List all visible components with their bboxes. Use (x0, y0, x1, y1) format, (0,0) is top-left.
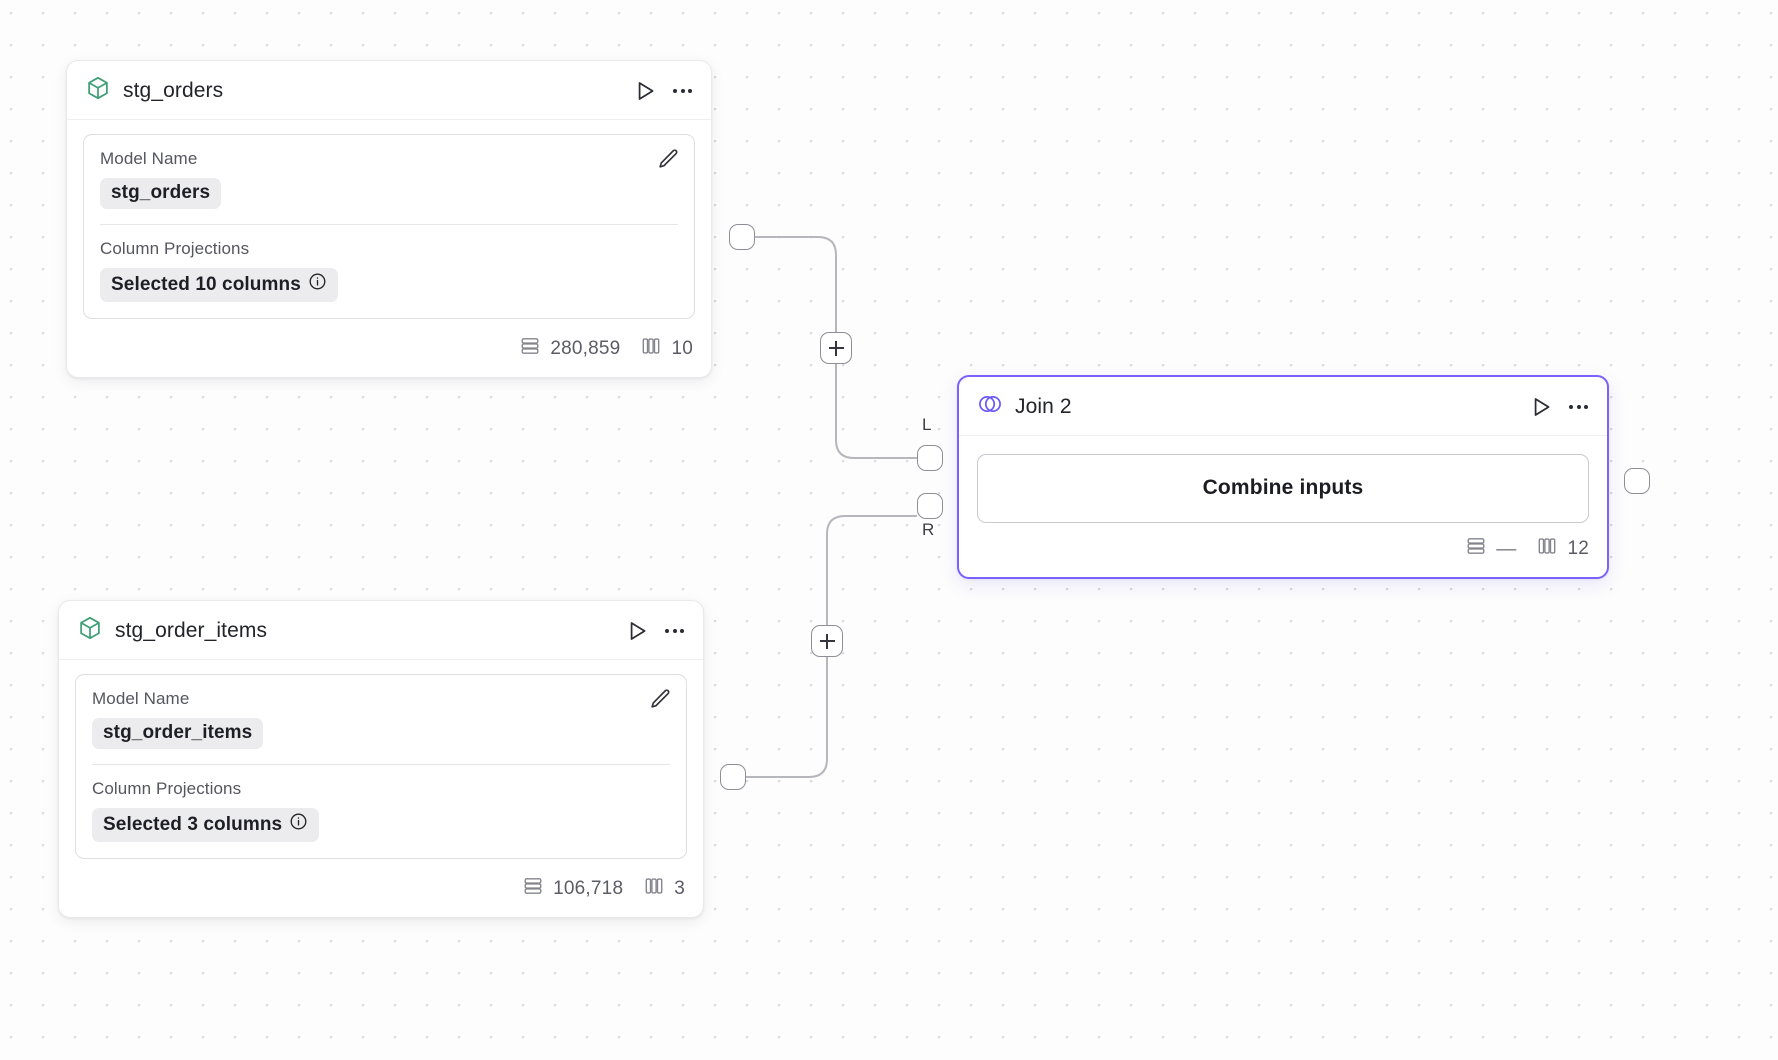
column-projections-text: Selected 10 columns (111, 273, 301, 295)
column-projections-value[interactable]: Selected 10 columns (100, 268, 338, 302)
node-body: Model Name stg_order_items Column Projec… (59, 660, 703, 869)
cube-icon (77, 615, 103, 646)
column-projections-label: Column Projections (100, 239, 250, 258)
info-icon[interactable] (308, 272, 327, 297)
add-node-on-edge-upper[interactable] (820, 332, 852, 364)
columns-icon (640, 335, 662, 363)
node-footer-stats: 106,718 3 (59, 869, 703, 917)
node-header: Join 2 (959, 377, 1607, 436)
run-button[interactable] (624, 618, 650, 644)
node-body: Combine inputs (959, 436, 1607, 529)
row-count-value: 280,859 (550, 338, 621, 359)
input-port-join-left[interactable] (917, 445, 943, 471)
input-port-join-right[interactable] (917, 493, 943, 519)
model-name-label: Model Name (100, 149, 198, 168)
run-button[interactable] (1528, 394, 1554, 420)
rows-icon (1465, 535, 1487, 563)
node-title: stg_orders (123, 78, 224, 102)
row-count-stat: 280,859 (519, 335, 620, 363)
model-name-value[interactable]: stg_order_items (92, 718, 264, 749)
add-node-on-edge-lower[interactable] (811, 625, 843, 657)
node-body: Model Name stg_orders Column Projections… (67, 120, 711, 329)
row-count-stat: — (1465, 535, 1516, 563)
node-title: stg_order_items (115, 618, 268, 642)
panel-divider (100, 224, 678, 225)
rows-icon (522, 875, 544, 903)
edit-pencil-icon[interactable] (656, 147, 681, 172)
combine-inputs-button[interactable]: Combine inputs (977, 454, 1589, 523)
column-projections-label: Column Projections (92, 779, 242, 798)
column-projections-text: Selected 3 columns (103, 813, 283, 835)
column-count-value: 10 (671, 338, 693, 359)
columns-icon (643, 875, 665, 903)
row-count-value: 106,718 (553, 878, 624, 899)
node-header: stg_orders (67, 61, 711, 120)
model-name-label: Model Name (92, 689, 190, 708)
run-button[interactable] (632, 78, 658, 104)
row-count-stat: 106,718 (522, 875, 623, 903)
panel-divider (92, 764, 670, 765)
node-join-2[interactable]: Join 2 Combine inputs (957, 375, 1609, 579)
input-port-right-label: R (922, 520, 935, 539)
edit-pencil-icon[interactable] (648, 687, 673, 712)
cube-icon (85, 75, 111, 106)
column-count-value: 12 (1567, 538, 1589, 559)
model-config-panel: Model Name stg_orders Column Projections… (83, 134, 695, 319)
column-projections-value[interactable]: Selected 3 columns (92, 808, 320, 842)
model-config-panel: Model Name stg_order_items Column Projec… (75, 674, 687, 859)
column-count-value: 3 (674, 878, 685, 899)
more-options-icon[interactable] (664, 620, 685, 642)
rows-icon (519, 335, 541, 363)
input-port-left-label: L (922, 415, 932, 434)
column-count-stat: 10 (640, 335, 693, 363)
column-count-stat: 12 (1536, 535, 1589, 563)
column-count-stat: 3 (643, 875, 685, 903)
more-options-icon[interactable] (672, 80, 693, 102)
output-port-stg-order-items[interactable] (720, 764, 746, 790)
columns-icon (1536, 535, 1558, 563)
row-count-value: — (1496, 538, 1517, 560)
node-title: Join 2 (1015, 394, 1072, 418)
output-port-stg-orders[interactable] (729, 224, 755, 250)
node-footer-stats: 280,859 10 (67, 329, 711, 377)
output-port-join-2[interactable] (1624, 468, 1650, 494)
node-header: stg_order_items (59, 601, 703, 660)
node-stg-orders[interactable]: stg_orders Model Name stg_orders (66, 60, 712, 378)
model-name-value[interactable]: stg_orders (100, 178, 222, 209)
node-stg-order-items[interactable]: stg_order_items Model Name stg_order_ (58, 600, 704, 918)
info-icon[interactable] (289, 812, 308, 837)
node-footer-stats: — 12 (959, 529, 1607, 577)
join-venn-icon (977, 391, 1003, 422)
more-options-icon[interactable] (1568, 396, 1589, 418)
